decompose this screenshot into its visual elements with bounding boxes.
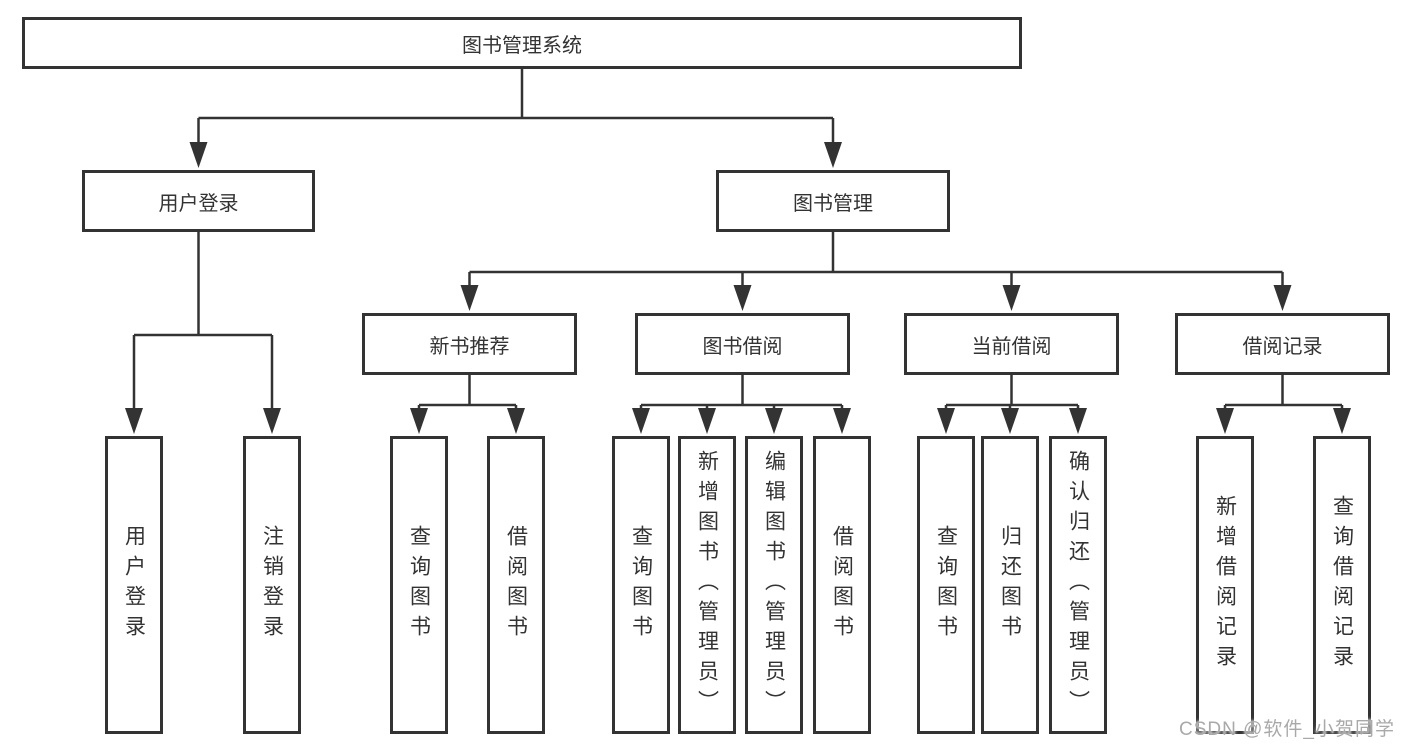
leaf-logout: 注销登录: [243, 436, 301, 734]
node-borrow-records: 借阅记录: [1175, 313, 1390, 375]
leaf-query-borrow-record: 查询借阅记录: [1313, 436, 1371, 734]
leaf-borrow-books-recommend: 借阅图书: [487, 436, 545, 734]
leaf-query-books-borrow: 查询图书: [612, 436, 670, 734]
leaf-add-book-admin: 新增图书（管理员）: [678, 436, 736, 734]
node-new-book-recommend: 新书推荐: [362, 313, 577, 375]
leaf-add-borrow-record: 新增借阅记录: [1196, 436, 1254, 734]
leaf-user-login: 用户登录: [105, 436, 163, 734]
leaf-query-books-current: 查询图书: [917, 436, 975, 734]
node-current-borrow: 当前借阅: [904, 313, 1119, 375]
leaf-confirm-return-admin: 确认归还（管理员）: [1049, 436, 1107, 734]
leaf-return-book: 归还图书: [981, 436, 1039, 734]
arrowheads: [125, 142, 1351, 434]
node-user-login: 用户登录: [82, 170, 315, 232]
node-book-borrow: 图书借阅: [635, 313, 850, 375]
leaf-borrow-books: 借阅图书: [813, 436, 871, 734]
leaf-edit-book-admin: 编辑图书（管理员）: [745, 436, 803, 734]
leaf-query-books-recommend: 查询图书: [390, 436, 448, 734]
node-root-system: 图书管理系统: [22, 17, 1022, 69]
node-book-management: 图书管理: [716, 170, 950, 232]
csdn-watermark: CSDN @软件_小贺同学: [1179, 719, 1395, 740]
